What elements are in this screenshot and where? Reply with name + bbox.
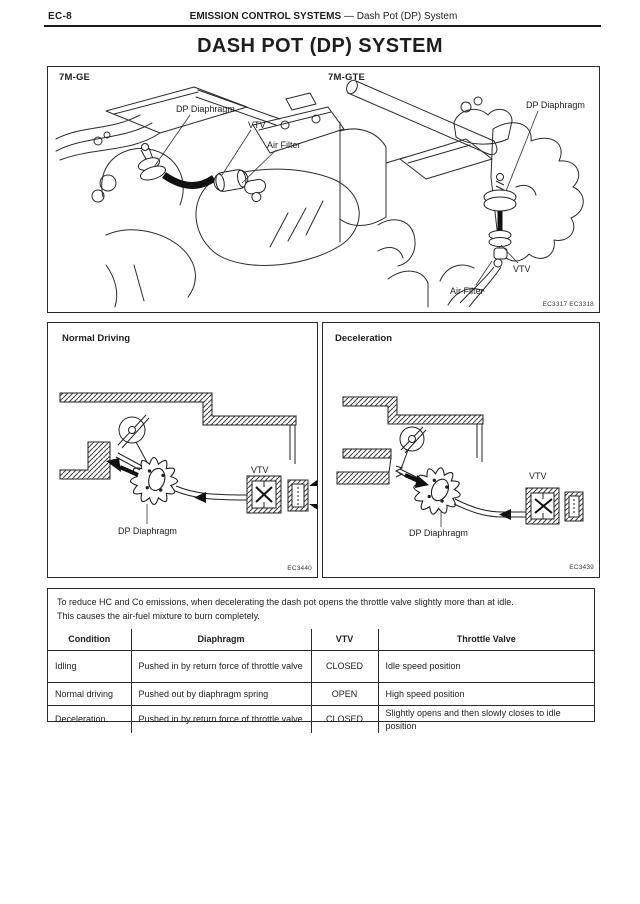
vtv-drawing [246,475,282,514]
figure-code-normal: EC3440 [287,565,312,572]
cell-diaphragm: Pushed in by return force of throttle va… [130,650,312,683]
table-row-deceleration: Deceleration Pushed in by return force o… [48,705,594,733]
vtv-drawing-7mge [213,169,249,192]
figure-code-decel: EC3439 [569,564,594,571]
cell-vtv: CLOSED [310,705,379,733]
air-filter-drawing-7mgte [493,247,508,260]
running-header: EMISSION CONTROL SYSTEMS — Dash Pot (DP)… [47,11,600,22]
dp-diaphragm-drawing [129,456,179,506]
table-row-idling: Idling Pushed in by return force of thro… [48,650,594,683]
normal-driving-figure-box: Normal Driving VTV DP Diaphragm EC3440 [47,322,318,578]
annotation-dp-diaphragm-7mge: DP Diaphragm [176,104,235,114]
col-header-diaphragm: Diaphragm [130,629,312,651]
engine-figure-box: 7M-GE 7M-GTE DP Diaphragm VTV Air Filter… [47,66,600,313]
header-rule [44,25,601,27]
engine-7mgte-drawing [339,79,584,308]
air-filter-drawing-7mge [244,178,267,203]
air-inlet-drawing [564,491,584,522]
vacuum-hose-drawing [161,172,217,189]
air-inlet-drawing [287,479,317,512]
running-header-title: EMISSION CONTROL SYSTEMS [189,11,342,22]
panel-title-deceleration: Deceleration [335,333,393,344]
leader-lines-7mge [153,114,277,184]
throttle-valve-drawing [394,426,427,478]
table-row-normal-driving: Normal driving Pushed out by diaphragm s… [48,682,594,706]
cell-vtv: OPEN [310,682,379,706]
dp-stem-7mgte [496,173,504,181]
throttle-body-drawing [59,392,297,480]
dp-diaphragm-drawing-7mge [137,143,167,181]
summary-text: To reduce HC and Co emissions, when dece… [48,589,594,623]
dp-assembly-drawing-7mgte [459,173,517,308]
variant-label-7mge: 7M-GE [59,72,91,83]
panel-title-normal-driving: Normal Driving [62,333,131,344]
pushrod-arrow-out [106,452,143,477]
annotation-vtv-decel: VTV [529,471,547,481]
normal-driving-diagram [59,392,317,524]
throttle-body-drawing [336,396,484,485]
page-number: EC-8 [48,11,72,22]
cell-condition: Idling [48,650,132,683]
table-header-row: Condition Diaphragm VTV Throttle Valve [48,629,594,651]
dp-diaphragm-drawing [413,467,461,515]
cell-throttle-valve: Idle speed position [377,650,594,683]
cell-throttle-valve: High speed position [377,682,594,706]
cell-condition: Deceleration [48,705,132,733]
flow-arrow [499,509,511,520]
vtv-drawing [525,487,560,525]
cell-throttle-valve: Slightly opens and then slowly closes to… [377,705,594,733]
annotation-dp-normal: DP Diaphragm [118,526,177,536]
throttle-valve-drawing [117,414,150,465]
vacuum-tube-drawing [453,498,526,520]
cell-diaphragm: Pushed in by return force of throttle va… [130,705,312,733]
deceleration-figure-box: Deceleration VTV DP Diaphragm EC3439 [322,322,600,578]
cell-vtv: CLOSED [310,650,379,683]
col-header-throttle-valve: Throttle Valve [377,629,594,651]
condition-table: Condition Diaphragm VTV Throttle Valve I… [48,629,594,733]
variant-label-7mgte: 7M-GTE [328,72,366,83]
col-header-condition: Condition [48,629,132,651]
deceleration-diagram [336,396,584,527]
cell-condition: Normal driving [48,682,132,706]
vacuum-tube-drawing [174,485,248,503]
summary-line-1: To reduce HC and Co emissions, when dece… [57,597,514,607]
annotation-dp-decel: DP Diaphragm [409,528,468,538]
annotation-dp-diaphragm-7mgte: DP Diaphragm [526,100,585,110]
annotation-vtv-7mgte: VTV [513,264,531,274]
leader-lines-7mgte [475,110,539,286]
annotation-vtv-7mge: VTV [248,120,266,130]
flow-arrow [194,492,206,503]
pushrod-arrow-in [398,468,429,488]
engine-illustrations [55,79,584,308]
annotation-air-filter-7mge: Air Filter [267,140,301,150]
annotation-air-filter-7mgte: Air Filter [450,286,484,296]
engine-7mge-drawing [55,86,360,308]
running-header-subtitle: — Dash Pot (DP) System [341,11,458,22]
figure-code: EC3317 EC3318 [542,301,594,308]
cell-diaphragm: Pushed out by diaphragm spring [130,682,312,706]
page-title: DASH POT (DP) SYSTEM [197,35,443,57]
summary-line-2: This causes the air-fuel mixture to burn… [57,610,260,621]
col-header-vtv: VTV [310,629,379,651]
summary-box: To reduce HC and Co emissions, when dece… [47,588,595,733]
annotation-vtv-normal: VTV [251,465,269,475]
